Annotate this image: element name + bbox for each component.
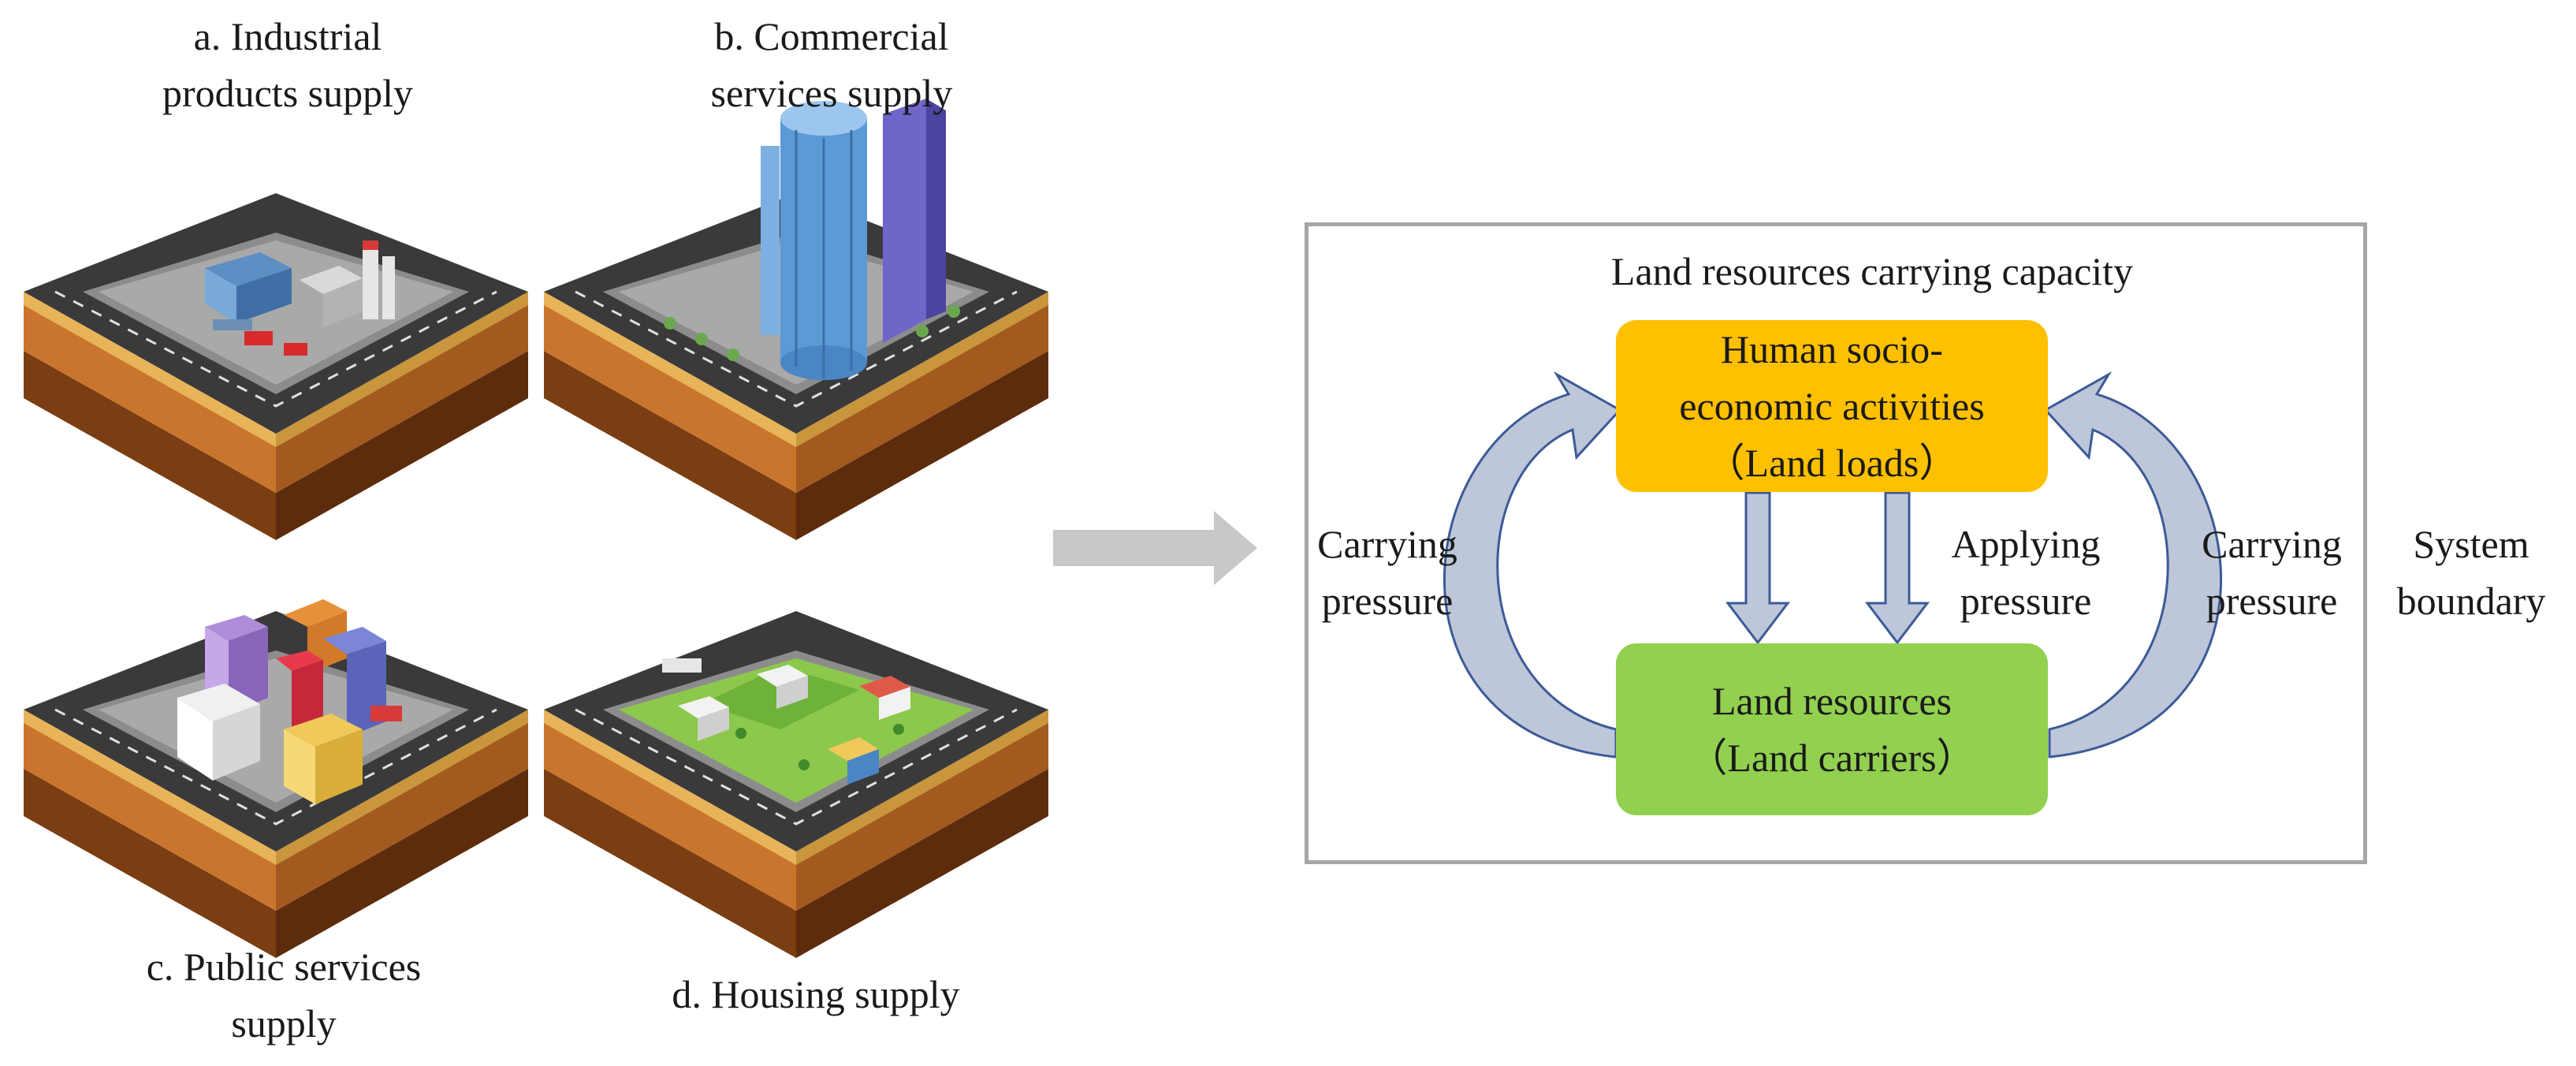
panel-c-line2: supply (231, 1001, 337, 1046)
panel-d-line1: d. Housing supply (672, 972, 960, 1016)
system-boundary-label: System boundary (2373, 516, 2570, 629)
applying-label: Applying pressure (1923, 516, 2128, 629)
panel-c-label: c. Public services supply (118, 938, 449, 1052)
public-services-block (22, 599, 530, 960)
land-loads-line1: Human socio- (1721, 327, 1943, 371)
panel-a-line1: a. Industrial (193, 14, 382, 58)
left-carrying-label: Carrying pressure (1285, 516, 1490, 629)
panel-a-line2: products supply (162, 71, 414, 115)
city-illustrations (22, 99, 1257, 960)
transition-arrow (1053, 511, 1257, 585)
panel-a-label: a. Industrial products supply (130, 8, 445, 121)
applying-line1: Applying (1951, 522, 2101, 566)
system-title: Land resources carrying capacity (1610, 249, 2134, 293)
housing-block (542, 609, 1050, 960)
right-carrying-line2: pressure (2206, 579, 2338, 623)
commercial-block (542, 99, 1050, 542)
panel-b-label: b. Commercial services supply (674, 8, 989, 121)
land-loads-line2: economic activities (1679, 384, 1985, 428)
system-boundary-frame (1305, 222, 2367, 864)
panel-d-label: d. Housing supply (642, 966, 989, 1023)
panel-c-line1: c. Public services (146, 945, 422, 989)
land-carriers-box: Land resources （Land carriers） (1616, 643, 2048, 815)
land-loads-line3: （Land loads） (1705, 441, 1959, 485)
system-boundary-line1: System (2413, 522, 2529, 566)
land-carriers-line1: Land resources (1711, 679, 1952, 723)
applying-line2: pressure (1960, 579, 2092, 623)
land-carriers-line2: （Land carriers） (1688, 736, 1976, 780)
land-loads-box: Human socio- economic activities （Land l… (1616, 320, 2048, 492)
left-carrying-line2: pressure (1321, 579, 1454, 623)
industrial-block (22, 192, 530, 542)
panel-b-line2: services supply (710, 71, 953, 115)
right-carrying-label: Carrying pressure (2169, 516, 2374, 629)
left-carrying-line1: Carrying (1317, 522, 1457, 566)
right-carrying-line1: Carrying (2202, 522, 2342, 566)
panel-b-line1: b. Commercial (714, 14, 949, 58)
system-boundary-line2: boundary (2396, 579, 2546, 623)
